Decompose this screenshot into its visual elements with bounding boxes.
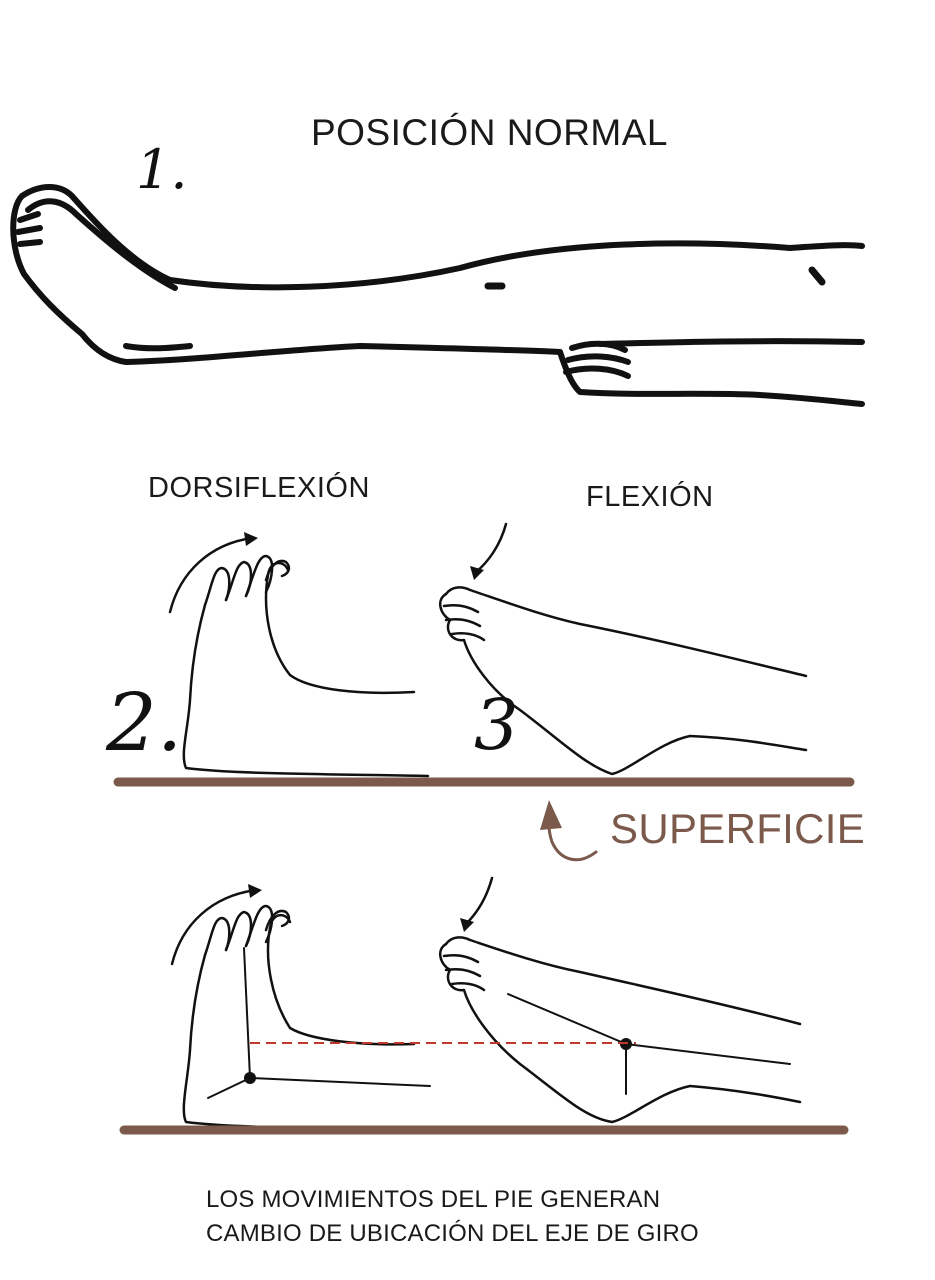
flexion-arrow-bottom	[464, 876, 494, 926]
caption-line-1: LOS MOVIMIENTOS DEL PIE GENERAN	[206, 1186, 661, 1213]
leg-normal-illustration	[10, 184, 865, 407]
dorsiflexion-arrowhead-bottom	[248, 884, 262, 898]
figure-number-1: 1.	[136, 138, 188, 201]
flexion-foot-bottom	[438, 936, 802, 1124]
flexion-label: FLEXIÓN	[586, 481, 714, 513]
flexion-foot-top	[438, 586, 808, 776]
dorsiflexion-arrowhead-top	[244, 532, 258, 546]
dorsiflexion-arrow-bottom	[170, 888, 258, 966]
surface-label: SUPERFICIE	[610, 805, 866, 852]
dorsiflexion-axis-pivot	[244, 1072, 256, 1084]
dorsiflexion-label: DORSIFLEXIÓN	[148, 472, 370, 504]
figure-number-2: 2.	[106, 676, 183, 769]
flexion-arrowhead-bottom	[460, 918, 474, 932]
flexion-arrow-top	[474, 522, 508, 574]
dorsiflexion-foot-bottom	[182, 904, 430, 1132]
figure-number-3: 3	[474, 684, 519, 766]
caption-line-2: CAMBIO DE UBICACIÓN DEL EJE DE GIRO	[206, 1220, 699, 1247]
flexion-arrowhead-top	[470, 566, 484, 580]
title: POSICIÓN NORMAL	[311, 112, 668, 153]
flexion-axis-lines	[507, 993, 791, 1095]
dorsiflexion-arrow-top	[168, 536, 254, 614]
surface-pointer-arrowhead	[540, 800, 562, 830]
dorsiflexion-axis-lines	[207, 947, 431, 1099]
dorsiflexion-foot-top	[182, 554, 430, 778]
